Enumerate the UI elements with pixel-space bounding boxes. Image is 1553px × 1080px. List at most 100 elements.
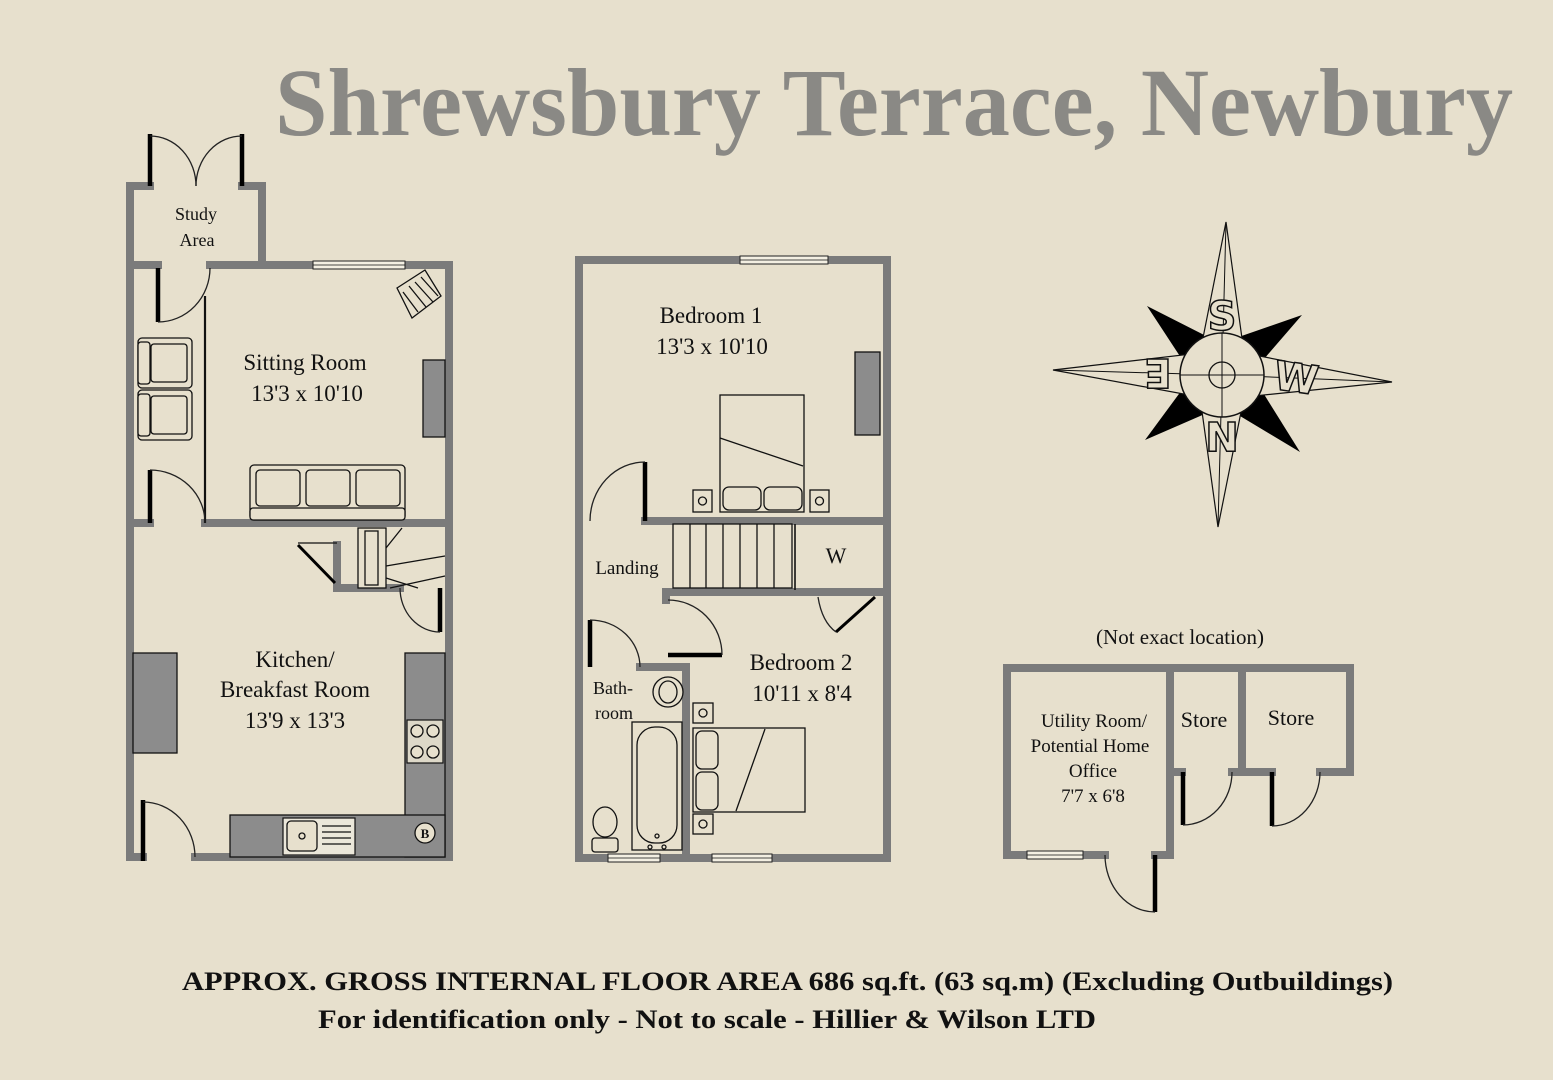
- basin: [652, 676, 684, 708]
- toilet-cistern: [591, 837, 619, 853]
- sink-drain: [298, 832, 306, 840]
- kitchen-size: 13'9 x 13'3: [245, 708, 345, 733]
- stair-newel: [364, 530, 379, 586]
- basin-bowl: [658, 680, 678, 704]
- bedroom-1-size: 13'3 x 10'10: [656, 334, 768, 359]
- bathroom-window: [607, 853, 661, 863]
- landing-label: Landing: [595, 558, 659, 579]
- first-floor-walls: [575, 256, 891, 862]
- bedroom-1-window: [739, 255, 829, 265]
- bedroom-1-name: Bedroom 1: [660, 303, 763, 328]
- study-door-swing: [157, 267, 211, 323]
- bedroom-2-size: 10'11 x 8'4: [752, 681, 852, 706]
- sitting-room-window: [312, 260, 406, 270]
- bed-duvet-fold: [719, 437, 804, 467]
- bedroom-2-door-swing: [667, 599, 723, 656]
- bedroom-2-name: Bedroom 2: [750, 650, 853, 675]
- first-floor-plan: Bedroom 1 13'3 x 10'10 Landing W Bath- r…: [575, 255, 891, 863]
- sofa-seat: [255, 469, 301, 507]
- compass-cross: [1180, 333, 1264, 417]
- outbuilding-location-note: (Not exact location): [1096, 625, 1264, 649]
- bathroom-label-line1: Bath-: [593, 678, 633, 698]
- bed-pillow: [763, 486, 803, 511]
- bedroom-2-window: [711, 853, 773, 863]
- armchair-back: [137, 393, 151, 437]
- study-label-line1: Study: [175, 204, 217, 224]
- ground-floor-plan: B Study Area Sitting Room 13'3 x 10'10 K…: [126, 134, 453, 861]
- bath-tap: [647, 844, 653, 850]
- study-label-line2: Area: [180, 230, 215, 250]
- disclaimer-credit: For identification only - Not to scale -…: [318, 1005, 1096, 1034]
- sitting-room-door-swing: [149, 469, 206, 524]
- fireplace: [422, 359, 446, 438]
- hob-ring: [426, 724, 440, 738]
- store-2-label: Store: [1268, 705, 1314, 730]
- page-title: Shrewsbury Terrace, Newbury: [275, 49, 1513, 156]
- outbuilding-plan: (Not exact location) Utility Room/ Poten…: [1003, 625, 1354, 913]
- basin-outer: [652, 676, 684, 708]
- outbuilding-walls: [1003, 664, 1354, 859]
- armchair: [137, 337, 193, 389]
- bed-duvet-fold: [735, 728, 766, 812]
- compass-letter-bottom: N: [1205, 412, 1238, 458]
- bedside-lamp: [698, 819, 708, 829]
- bedside-table: [809, 489, 830, 513]
- bed-pillow: [695, 771, 719, 811]
- utility-room-window: [1026, 850, 1084, 860]
- toilet-bowl: [592, 806, 618, 838]
- bedroom-1-door-swing: [589, 461, 646, 522]
- front-door-swing: [142, 801, 196, 858]
- bedside-table: [692, 702, 714, 724]
- armchair-back: [137, 341, 151, 385]
- store-2-door-swing: [1271, 771, 1321, 827]
- toilet: [591, 806, 619, 853]
- compass-letter-left: E: [1144, 349, 1171, 395]
- compass-arm-lines: [1052, 221, 1393, 528]
- armchair: [137, 389, 193, 441]
- stair-treads: [689, 524, 775, 588]
- utility-room-line3: Office: [1069, 761, 1117, 782]
- utility-door-swing: [1104, 854, 1156, 913]
- bath: [631, 721, 683, 851]
- ground-floor-stairs: [296, 527, 446, 589]
- stair-outline: [672, 523, 793, 589]
- corner-tv-unit: [396, 269, 442, 319]
- bathroom-label-line2: room: [595, 703, 633, 723]
- bath-drain: [654, 833, 660, 839]
- sitting-room-name: Sitting Room: [243, 350, 366, 375]
- bath-inner: [636, 726, 678, 844]
- wardrobe-door-leaf: [834, 595, 877, 634]
- first-floor-stairs: [672, 523, 793, 589]
- sofa-back: [249, 507, 406, 521]
- bedside-lamp: [698, 708, 708, 718]
- tv-unit-hatching: [402, 276, 439, 313]
- compass-letter-right: W: [1271, 353, 1321, 405]
- bathroom-door-swing: [589, 619, 641, 668]
- floor-area-note: APPROX. GROSS INTERNAL FLOOR AREA 686 sq…: [182, 967, 1393, 996]
- french-door-right-swing: [195, 135, 243, 187]
- armchair-seat: [150, 395, 188, 435]
- hob-ring: [426, 745, 440, 759]
- wardrobe-door-swing: [817, 596, 837, 633]
- kitchen-name-line2: Breakfast Room: [220, 677, 370, 702]
- tv-unit-outline: [396, 269, 442, 319]
- boiler: B: [414, 822, 436, 844]
- compass-center: [1208, 361, 1236, 389]
- utility-room-size: 7'7 x 6'8: [1061, 786, 1125, 807]
- kitchen-name-line1: Kitchen/: [255, 647, 335, 672]
- hob: [406, 719, 444, 764]
- store-1-door-swing: [1182, 771, 1233, 826]
- armchair-seat: [150, 343, 188, 383]
- bath-tap: [661, 844, 667, 850]
- boiler-circle: [414, 822, 436, 844]
- sofa-seat: [355, 469, 401, 507]
- bed-pillow: [722, 486, 762, 511]
- sink-drainer: [322, 825, 351, 845]
- compass-letter-top: S: [1208, 294, 1237, 340]
- sofa-seat: [305, 469, 351, 507]
- utility-room-line1: Utility Room/: [1041, 711, 1148, 732]
- sitting-room-size: 13'3 x 10'10: [251, 381, 363, 406]
- bedside-lamp: [814, 496, 825, 506]
- bedside-lamp: [697, 496, 708, 506]
